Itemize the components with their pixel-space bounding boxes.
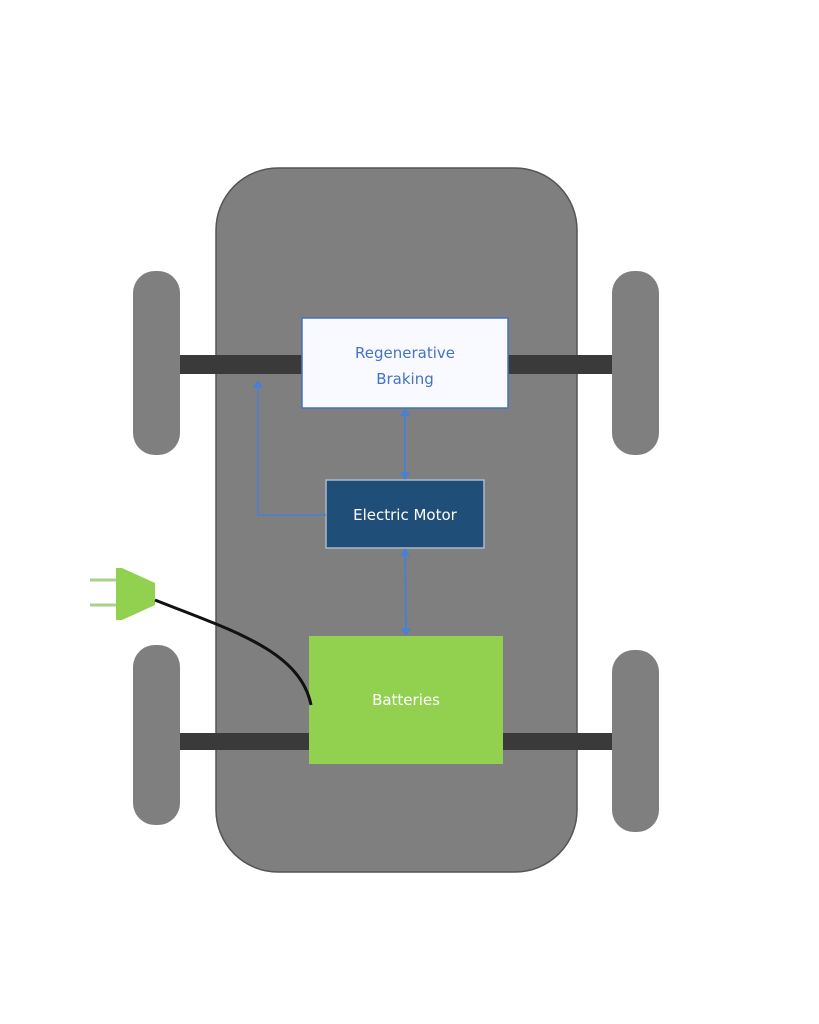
arrow-motor-to-axle (253, 380, 326, 516)
electric-motor-box (325, 479, 485, 549)
regenerative-braking-label-1: Regenerative (355, 344, 455, 362)
plug-icon (90, 568, 155, 620)
wheel-rear-right (612, 650, 659, 832)
wheel-rear-left (133, 645, 180, 825)
wheel-front-right (612, 271, 659, 455)
regenerative-braking-box (301, 317, 509, 409)
wheel-front-left (133, 271, 180, 455)
arrow-motor-batteries (400, 548, 411, 636)
batteries-label: Batteries (372, 691, 440, 709)
batteries-box (309, 636, 503, 764)
charging-cable (154, 598, 313, 706)
regenerative-braking-label-2: Braking (376, 370, 434, 388)
electric-motor-label: Electric Motor (353, 506, 458, 524)
